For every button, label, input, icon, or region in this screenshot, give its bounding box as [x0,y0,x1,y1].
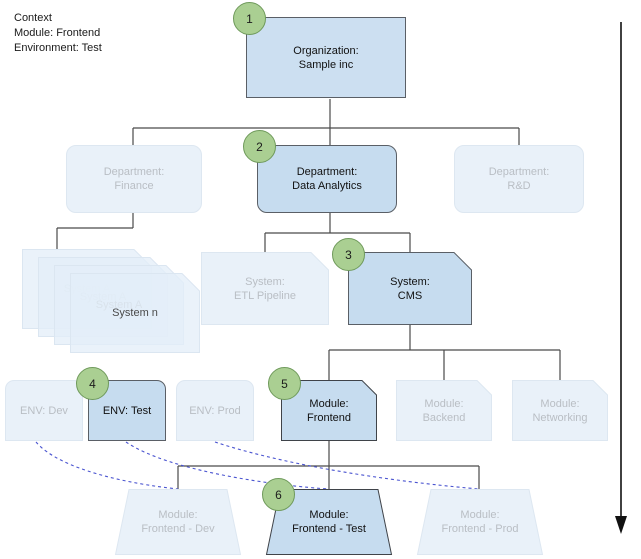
node-deployment-frontend-dev-label: Module: Frontend - Dev [141,509,215,535]
node-department-finance[interactable]: Department: Finance [66,145,202,213]
node-organization[interactable]: Organization: Sample inc [246,17,406,98]
node-system-cms-label: System: CMS [390,275,430,302]
badge-6-number: 6 [275,487,282,502]
node-system-stack[interactable]: System A System A System A System n [22,249,200,353]
context-legend: Context Module: Frontend Environment: Te… [14,11,102,56]
node-system-etl-pipeline[interactable]: System: ETL Pipeline [201,252,329,325]
node-env-prod[interactable]: ENV: Prod [176,380,254,441]
badge-2: 2 [243,130,276,163]
node-module-backend-label: Module: Backend [422,397,466,424]
node-module-backend[interactable]: Module: Backend [396,380,492,441]
node-env-prod-label: ENV: Prod [189,404,241,417]
node-organization-label: Organization: Sample inc [293,44,359,71]
system-stack-card-4: System n [70,273,200,358]
node-env-test-label: ENV: Test [102,404,152,417]
context-module: Module: Frontend [14,27,101,39]
node-module-networking-label: Module: Networking [532,397,588,424]
badge-1-number: 1 [246,11,253,26]
node-system-cms[interactable]: System: CMS [348,252,472,325]
node-module-frontend[interactable]: Module: Frontend [281,380,377,441]
badge-1: 1 [233,2,266,35]
node-system-etl-pipeline-label: System: ETL Pipeline [234,275,296,302]
node-deployment-frontend-test[interactable]: Module: Frontend - Test [265,489,393,555]
node-department-data-analytics[interactable]: Department: Data Analytics [257,145,397,213]
badge-2-number: 2 [256,139,263,154]
badge-5: 5 [268,367,301,400]
node-module-networking[interactable]: Module: Networking [512,380,608,441]
node-department-rd[interactable]: Department: R&D [454,145,584,213]
badge-4: 4 [76,367,109,400]
context-environment: Environment: Test [14,42,102,54]
node-deployment-frontend-test-label: Module: Frontend - Test [292,509,366,535]
context-text: Context [14,12,52,24]
badge-4-number: 4 [89,376,96,391]
node-deployment-frontend-dev[interactable]: Module: Frontend - Dev [114,489,242,555]
node-department-finance-label: Department: Finance [103,166,165,192]
node-env-dev[interactable]: ENV: Dev [5,380,83,441]
badge-6: 6 [262,478,295,511]
node-department-rd-label: Department: R&D [488,166,550,192]
node-module-frontend-label: Module: Frontend [306,397,352,424]
node-department-data-analytics-label: Department: Data Analytics [292,166,362,192]
system-stack-card-4-label: System n [112,307,158,319]
env-deployment-links [35,441,480,490]
node-deployment-frontend-prod-label: Module: Frontend - Prod [441,509,519,535]
node-deployment-frontend-prod[interactable]: Module: Frontend - Prod [416,489,544,555]
node-env-dev-label: ENV: Dev [20,404,68,417]
badge-3-number: 3 [345,247,352,262]
vertical-flow-arrow [615,22,627,534]
badge-5-number: 5 [281,376,288,391]
badge-3: 3 [332,238,365,271]
